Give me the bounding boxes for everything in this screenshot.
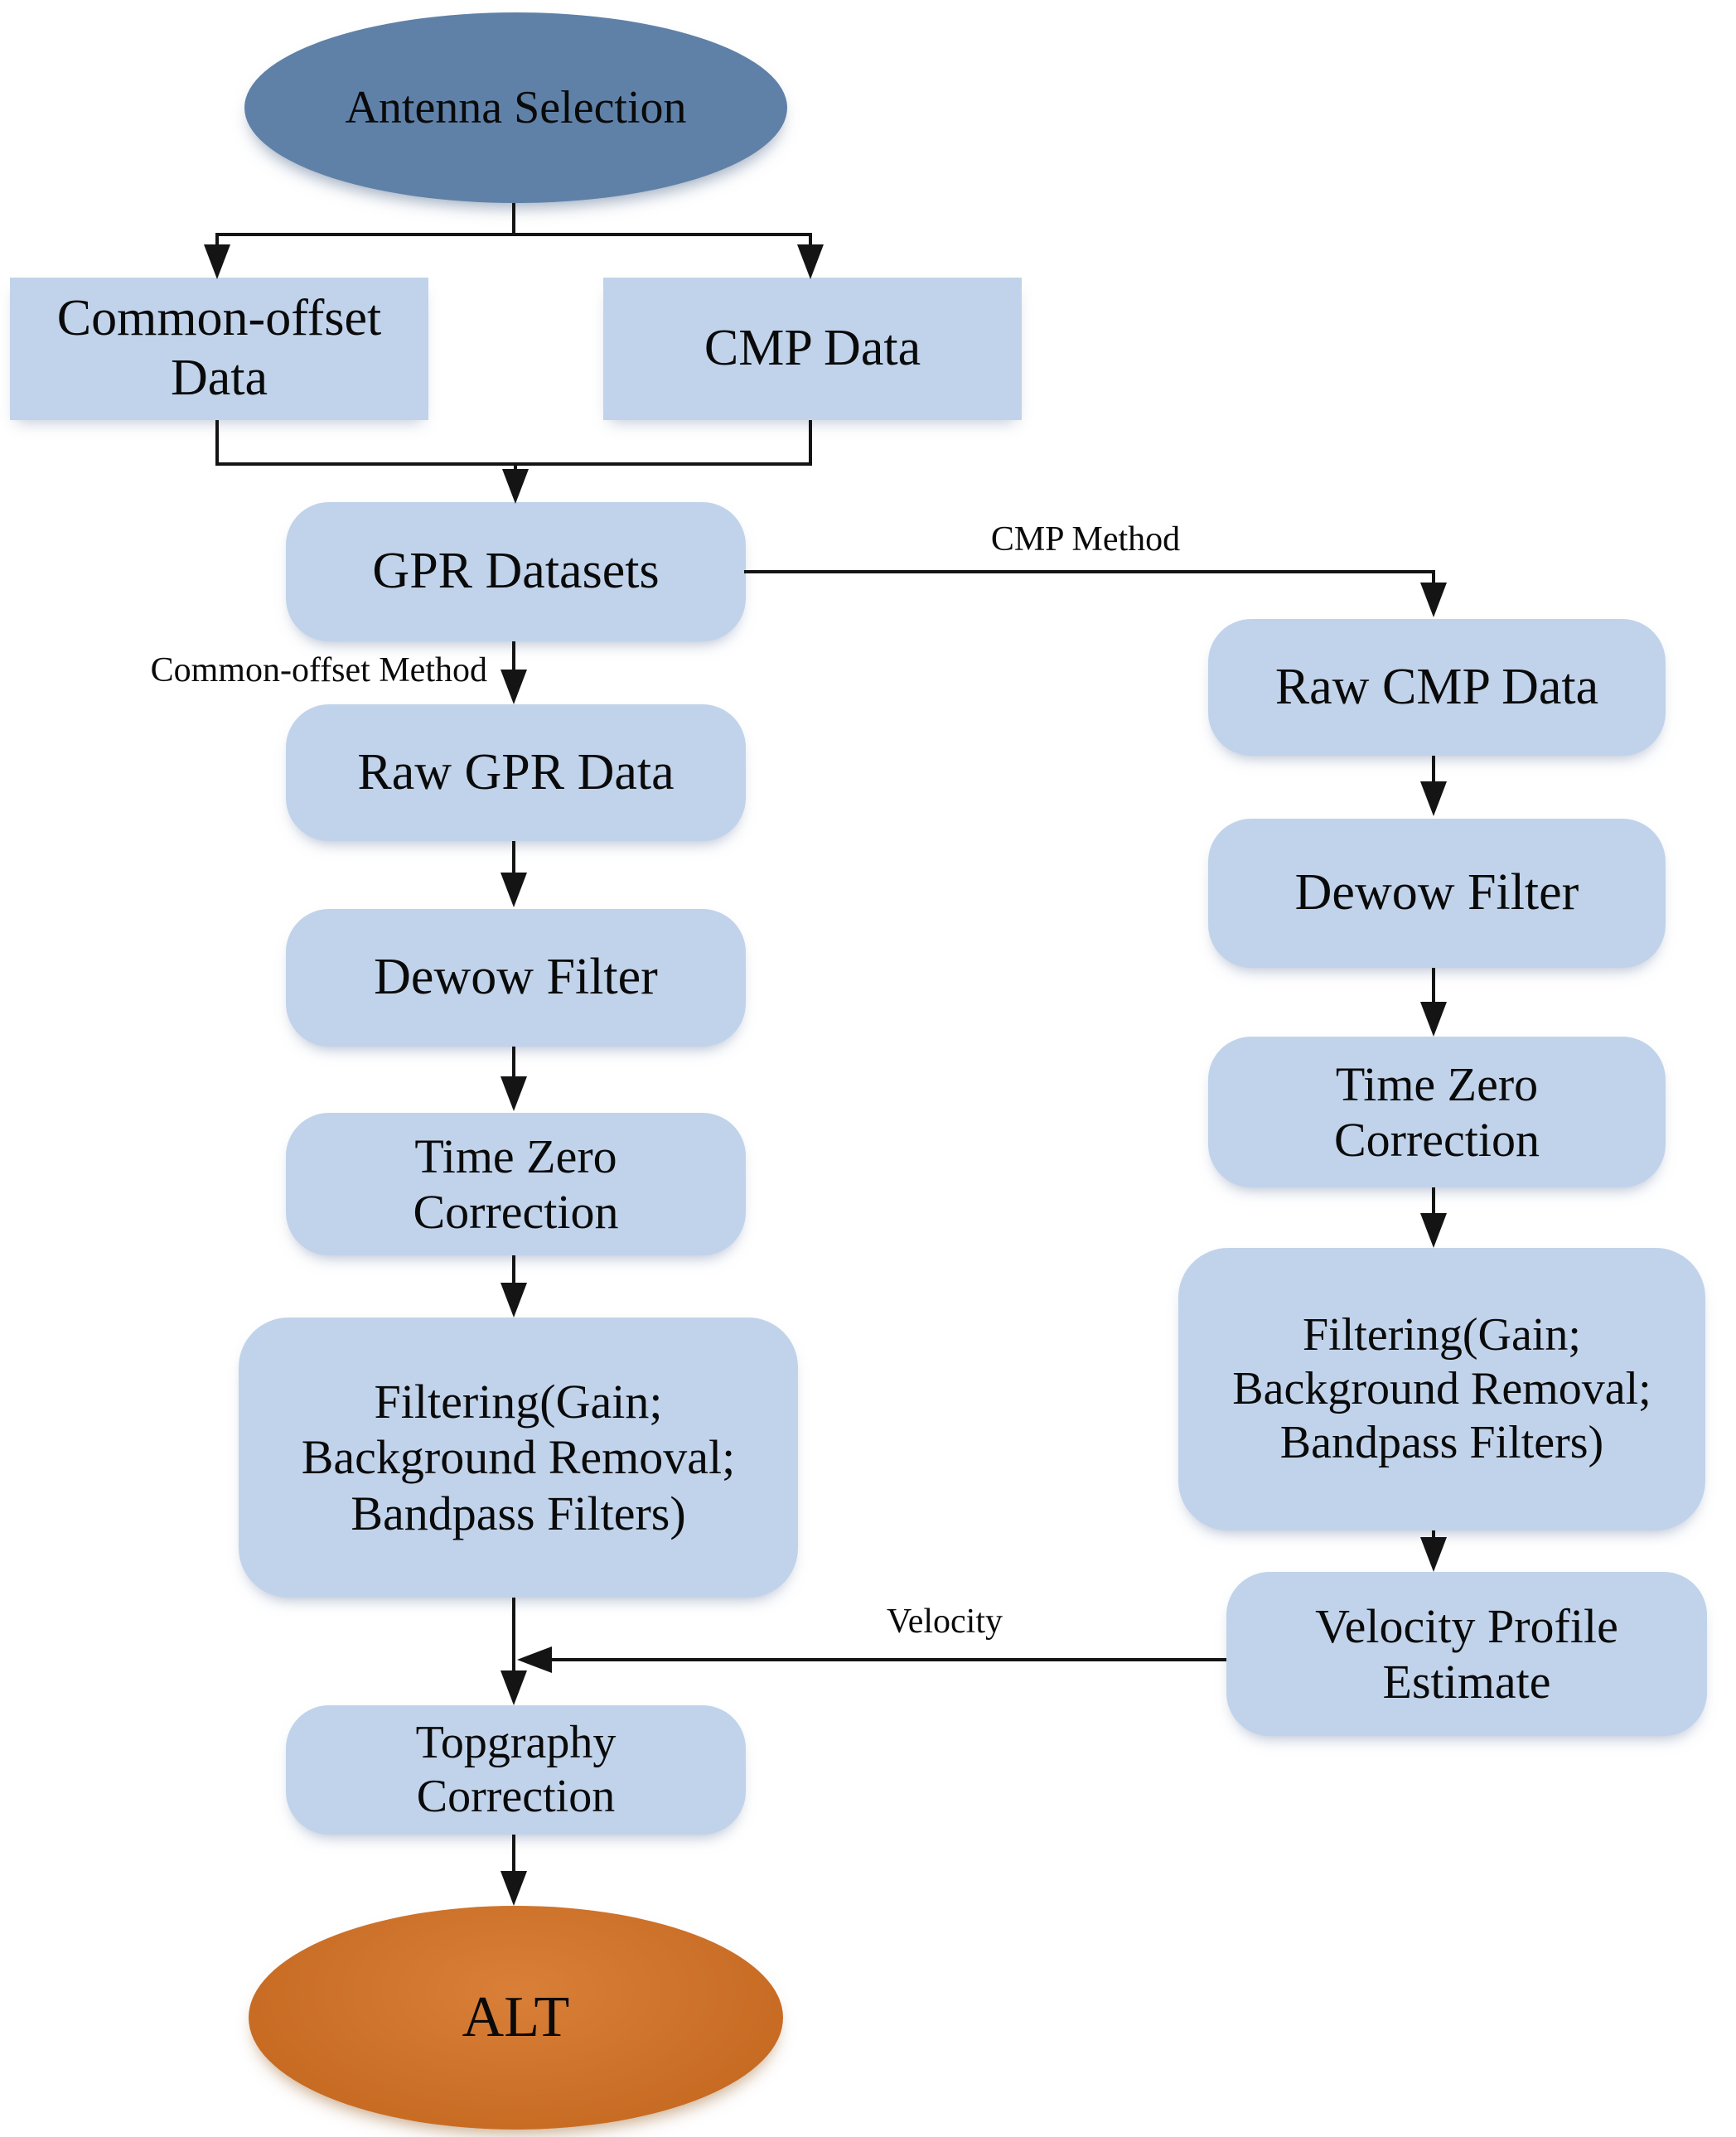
connector-cmp-method-horizontal — [744, 570, 1435, 573]
connector-filtering-to-velocity-profile — [1432, 1530, 1435, 1540]
connector-topography-to-alt — [512, 1835, 515, 1874]
arrowhead-to-filtering-right — [1420, 1213, 1447, 1248]
arrowhead-to-topography — [500, 1670, 527, 1705]
connector-timezero-to-filtering-left — [512, 1255, 515, 1284]
node-alt: ALT — [249, 1906, 783, 2130]
connector-rawcmp-to-dewow — [1432, 756, 1435, 784]
connector-cmp-method-down — [1432, 570, 1435, 587]
arrowhead-to-cmp-data — [797, 244, 824, 279]
arrowhead-to-raw-gpr-data — [500, 670, 527, 704]
connector-filtering-to-topography — [512, 1598, 515, 1674]
node-cmp-data: CMP Data — [603, 278, 1022, 420]
connector-dewow-to-timezero-right — [1432, 968, 1435, 1004]
arrowhead-to-velocity-profile — [1420, 1537, 1447, 1572]
node-filtering-left: Filtering(Gain; Background Removal; Band… — [239, 1317, 798, 1598]
node-velocity-profile-estimate: Velocity Profile Estimate — [1226, 1572, 1707, 1736]
arrowhead-to-dewow-right — [1420, 781, 1447, 816]
edge-label-velocity: Velocity — [887, 1603, 1003, 1641]
arrowhead-to-alt — [500, 1871, 527, 1906]
connector-split-left — [215, 233, 219, 248]
node-gpr-datasets: GPR Datasets — [286, 502, 746, 641]
connector-merge-down — [514, 462, 517, 474]
node-raw-gpr-data: Raw GPR Data — [286, 704, 746, 841]
arrowhead-to-timezero-right — [1420, 1002, 1447, 1037]
arrowhead-to-filtering-left — [500, 1283, 527, 1317]
node-filtering-right: Filtering(Gain; Background Removal; Band… — [1178, 1248, 1705, 1530]
node-topography-correction: Topgraphy Correction — [286, 1705, 746, 1835]
arrowhead-to-gpr-datasets — [502, 469, 529, 504]
edge-label-cmp-method: CMP Method — [990, 520, 1181, 558]
connector-rawgpr-to-dewow — [512, 841, 515, 874]
arrowhead-to-dewow-left — [500, 873, 527, 907]
arrowhead-to-raw-cmp-data — [1420, 583, 1447, 617]
node-dewow-filter-right: Dewow Filter — [1208, 819, 1666, 968]
edge-label-common-offset-method: Common-offset Method — [150, 651, 487, 689]
arrowhead-velocity-into-main-flow — [517, 1646, 552, 1673]
connector-gpr-to-rawgpr — [512, 641, 515, 673]
node-time-zero-correction-left: Time Zero Correction — [286, 1113, 746, 1255]
connector-velocity-horizontal — [549, 1658, 1226, 1661]
node-antenna-selection: Antenna Selection — [244, 12, 787, 203]
connector-split-horizontal — [215, 233, 812, 236]
arrowhead-to-common-offset-data — [204, 244, 230, 279]
node-common-offset-data: Common-offset Data — [10, 278, 428, 420]
connector-cmp-down — [809, 420, 812, 466]
connector-dewow-to-timezero-left — [512, 1047, 515, 1078]
node-dewow-filter-left: Dewow Filter — [286, 909, 746, 1047]
node-time-zero-correction-right: Time Zero Correction — [1208, 1037, 1666, 1187]
connector-timezero-to-filtering-right — [1432, 1187, 1435, 1216]
connector-common-offset-down — [215, 420, 219, 466]
node-raw-cmp-data: Raw CMP Data — [1208, 619, 1666, 756]
connector-antenna-stub — [512, 203, 515, 236]
connector-split-right — [809, 233, 812, 248]
arrowhead-to-timezero-left — [500, 1076, 527, 1111]
